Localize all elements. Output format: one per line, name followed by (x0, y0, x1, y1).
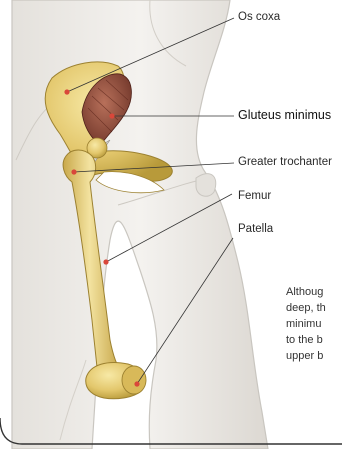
gluteus-minimus-label: Gluteus minimus (238, 109, 331, 122)
greater-trochanter-pointer-dot (71, 169, 76, 174)
caption-line: deep, th (286, 300, 326, 316)
caption-line: minimu (286, 316, 326, 332)
caption-text: Althoug deep, th minimu to the b upper b (286, 284, 326, 364)
femur-label: Femur (238, 191, 271, 203)
caption-line: to the b (286, 332, 326, 348)
patella-label: Patella (238, 224, 273, 236)
os-coxa-label: Os coxa (238, 12, 280, 24)
femur-pointer-dot (103, 259, 108, 264)
caption-line: Althoug (286, 284, 326, 300)
gluteus-minimus-pointer-dot (109, 113, 114, 118)
greater-trochanter-label: Greater trochanter (238, 157, 332, 169)
caption-line: upper b (286, 348, 326, 364)
patella-pointer-dot (134, 381, 139, 386)
os-coxa-pointer-dot (64, 89, 69, 94)
